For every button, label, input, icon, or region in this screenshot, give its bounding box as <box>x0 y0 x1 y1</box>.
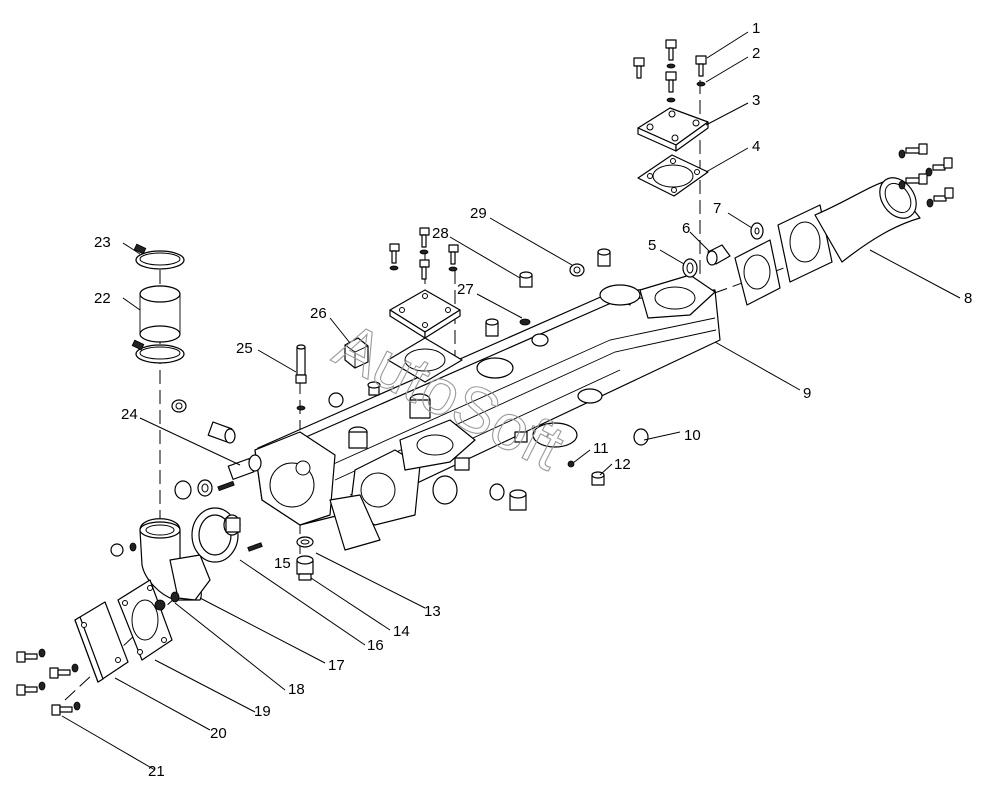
callout-20: 20 <box>210 725 227 742</box>
center-bolts <box>389 227 459 280</box>
callout-7: 7 <box>713 200 721 217</box>
flange-bolts <box>898 143 954 208</box>
callout-9: 9 <box>803 385 811 402</box>
plug-7 <box>750 222 764 240</box>
bottom-left-cover <box>16 542 180 716</box>
callout-labels: 1 2 3 4 5 6 7 8 9 10 11 12 13 14 15 16 1… <box>94 20 972 780</box>
manifold-body <box>254 274 721 551</box>
thermostat-16 <box>191 507 241 563</box>
fitting-29 <box>569 263 585 277</box>
callout-25: 25 <box>236 340 253 357</box>
center-cover-assembly <box>344 227 611 383</box>
callout-2: 2 <box>752 45 760 62</box>
callout-18: 18 <box>288 681 305 698</box>
callout-29: 29 <box>470 205 487 222</box>
valve-top <box>597 248 611 267</box>
plug-top <box>367 381 381 396</box>
clamp-23 <box>133 243 185 270</box>
callout-26: 26 <box>310 305 327 322</box>
sensor-26 <box>344 337 369 369</box>
callout-3: 3 <box>752 92 760 109</box>
top-cover-assembly <box>633 39 709 197</box>
bolt-1d <box>665 71 677 103</box>
callout-14: 14 <box>393 623 410 640</box>
callout-10: 10 <box>684 427 701 444</box>
plug-left <box>328 392 344 408</box>
callout-5: 5 <box>648 237 656 254</box>
plug-27 <box>519 271 533 326</box>
leader-lines <box>61 31 961 771</box>
valve-mid <box>485 318 499 337</box>
callout-16: 16 <box>367 637 384 654</box>
callout-1: 1 <box>752 20 760 37</box>
bolt-1b <box>633 57 645 79</box>
callout-23: 23 <box>94 234 111 251</box>
fitting-6 <box>706 244 731 266</box>
callout-19: 19 <box>254 703 271 720</box>
callout-17: 17 <box>328 657 345 674</box>
lower-right-parts <box>489 428 649 511</box>
clamp-23b <box>131 339 185 364</box>
callout-11: 11 <box>593 440 609 457</box>
callout-21: 21 <box>148 763 165 780</box>
callout-6: 6 <box>682 220 690 237</box>
bolts-21 <box>16 648 81 716</box>
callout-12: 12 <box>614 456 631 473</box>
bolt-1c <box>695 55 707 87</box>
right-elbow-assembly <box>682 143 954 306</box>
callout-13: 13 <box>424 603 441 620</box>
callout-22: 22 <box>94 290 111 307</box>
bolt-25 <box>295 344 307 411</box>
callout-15: 15 <box>274 555 291 572</box>
hose-22 <box>139 285 181 343</box>
callout-8: 8 <box>964 290 972 307</box>
fitting-left <box>174 479 235 500</box>
callout-28: 28 <box>432 225 449 242</box>
callout-4: 4 <box>752 138 760 155</box>
callout-27: 27 <box>457 281 474 298</box>
left-elbow-assembly <box>131 243 381 601</box>
fitting-24 <box>227 454 262 480</box>
bolt-1 <box>665 39 677 69</box>
plug-15 <box>296 555 314 581</box>
fitting-24b <box>207 421 236 444</box>
callout-24: 24 <box>121 406 138 423</box>
